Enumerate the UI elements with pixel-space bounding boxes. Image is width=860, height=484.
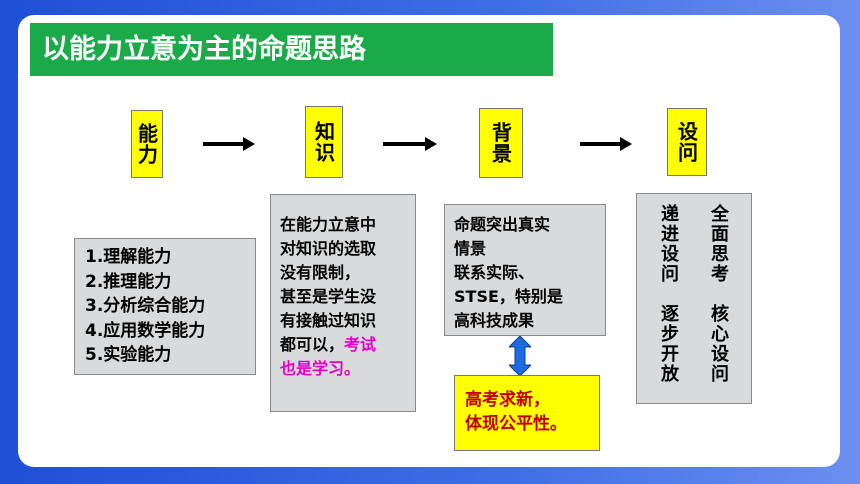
note-line: 体现公平性。 [465, 414, 567, 434]
text-line: 对知识的选取 [280, 239, 377, 258]
text-line: 都可以，考试 [280, 333, 415, 357]
text-line: STSE，特别是 [454, 287, 563, 306]
arrow-right-icon [580, 137, 632, 151]
slide-title: 以能力立意为主的命题思路 [30, 23, 553, 76]
ability-list: 1.理解能力 2.推理能力 3.分析综合能力 4.应用数学能力 5.实验能力 [74, 238, 256, 375]
flow-question: 设问 [667, 108, 707, 176]
question-text-right: 全面思考 核心设问 [708, 204, 729, 384]
list-item: 1.理解能力 [85, 247, 172, 267]
list-item: 4.应用数学能力 [85, 320, 206, 341]
flow-background: 背景 [479, 108, 523, 178]
note-line: 高考求新， [465, 390, 550, 410]
text-line: 在能力立意中 [280, 215, 377, 234]
arrow-right-icon [203, 137, 255, 151]
note-box: 高考求新， 体现公平性。 [454, 375, 600, 451]
text-line: 没有限制， [280, 263, 361, 282]
arrow-right-icon [383, 137, 437, 151]
question-text-left: 递进设问 逐步开放 [658, 204, 679, 384]
flow-ability: 能力 [131, 110, 163, 178]
list-item: 5.实验能力 [85, 345, 172, 365]
knowledge-box: 在能力立意中 对知识的选取 没有限制， 甚至是学生没 有接触过知识 都可以，考试… [270, 194, 416, 412]
text-line: 命题突出真实 [454, 215, 551, 234]
highlight-text: 考试 [344, 335, 377, 354]
question-box: 全面思考 核心设问 递进设问 逐步开放 [636, 193, 752, 404]
text-line: 甚至是学生没 [280, 287, 377, 306]
text-line: 高科技成果 [454, 311, 535, 330]
text-plain: 都可以， [280, 335, 345, 354]
flow-knowledge: 知识 [305, 106, 343, 178]
list-item: 3.分析综合能力 [85, 296, 206, 316]
text-line: 情景 [454, 239, 487, 258]
double-arrow-icon [509, 336, 531, 376]
highlight-text: 也是学习。 [280, 359, 361, 378]
text-line: 有接触过知识 [280, 311, 377, 330]
background-box: 命题突出真实 情景 联系实际、 STSE，特别是 高科技成果 [444, 204, 606, 336]
text-line: 联系实际、 [454, 263, 535, 282]
list-item: 2.推理能力 [85, 271, 172, 292]
